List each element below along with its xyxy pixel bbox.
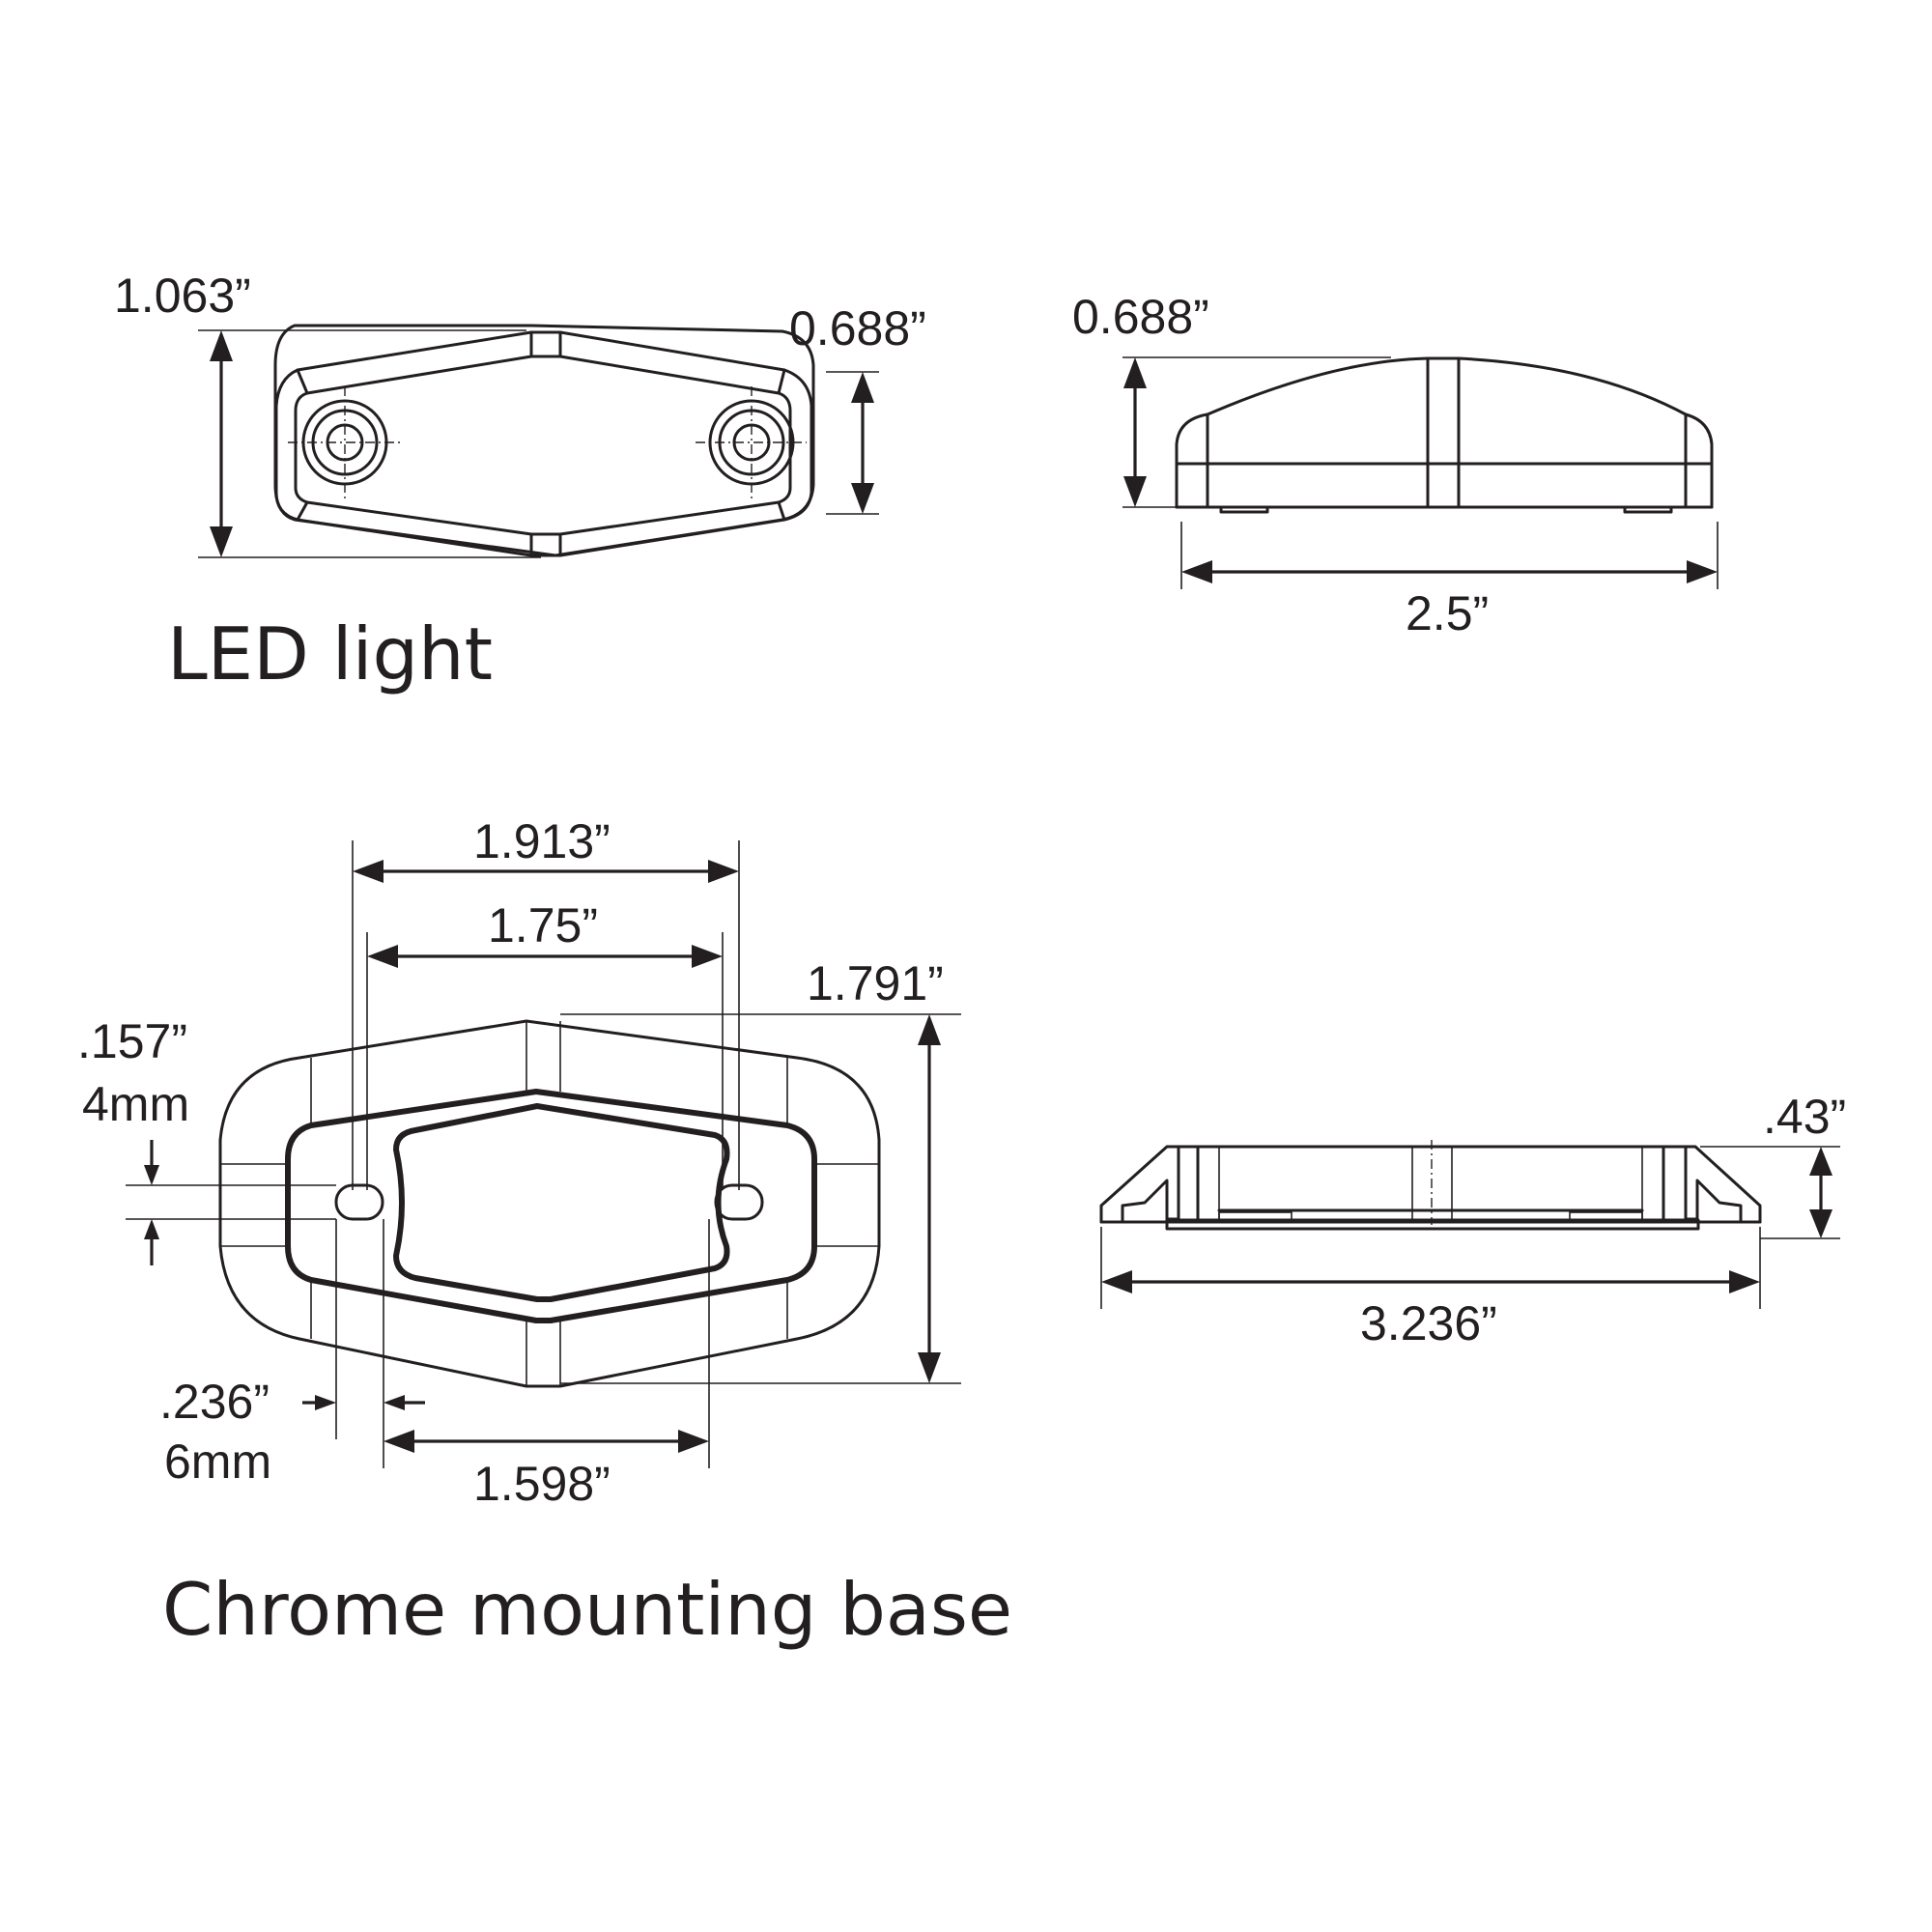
base-dim-6mm-label: 6mm (164, 1435, 271, 1489)
dim-base-inner-hole-span (384, 1430, 709, 1453)
led-light-caption: LED light (167, 611, 493, 696)
base-right-slot (714, 1183, 764, 1221)
base-dim-3236-label: 3.236” (1360, 1296, 1497, 1350)
led-side-body (1175, 356, 1714, 509)
base-side-view: .43” 3.236” (1099, 1090, 1846, 1350)
base-dim-236-label: .236” (159, 1375, 270, 1429)
base-dim-157-label: .157” (77, 1014, 187, 1068)
base-top-gasket-inner (393, 1103, 730, 1302)
base-dim-1913-label: 1.913” (473, 814, 611, 868)
led-right-boss (696, 386, 807, 498)
base-top-outer-outline (218, 1019, 881, 1388)
dim-base-outer-hole-span (353, 860, 739, 883)
led-light-top-view: 1.063” 0.688” LED light (114, 269, 926, 696)
base-dim-4mm-label: 4mm (82, 1077, 189, 1131)
dim-led-side-height (1122, 356, 1391, 508)
base-dim-1598-label: 1.598” (473, 1457, 611, 1511)
base-caption: Chrome mounting base (162, 1567, 1012, 1652)
led-left-boss (288, 386, 401, 498)
base-side-floor (1165, 1218, 1700, 1231)
base-dim-175-label: 1.75” (488, 898, 598, 952)
dim-base-slot-width (126, 1140, 336, 1265)
dim-led-end-height (826, 371, 879, 515)
led-dim-1063-label: 1.063” (114, 269, 251, 323)
led-light-side-view: 0.688” 2.5” (1072, 290, 1719, 640)
base-top-view: 1.913” 1.75” 1.791” .157” 4mm .236” 6mm … (77, 814, 1012, 1652)
base-side-right-wall (1684, 1145, 1762, 1224)
led-dim-0688-end-label: 0.688” (789, 301, 926, 355)
dim-base-height (560, 1013, 961, 1384)
base-dim-43-label: .43” (1763, 1090, 1846, 1144)
dim-led-overall-height (198, 329, 541, 558)
base-dim-1791-label: 1.791” (807, 956, 944, 1010)
led-top-housing (274, 330, 813, 557)
dim-base-hole-span (367, 945, 723, 968)
led-dim-0688-side-label: 0.688” (1072, 290, 1209, 344)
dim-led-length (1180, 522, 1719, 589)
dim-base-side-height (1700, 1146, 1840, 1239)
led-dim-25-label: 2.5” (1406, 586, 1489, 640)
led-top-inner-lens (294, 355, 792, 536)
dim-base-slot-length (302, 1395, 425, 1410)
dim-base-side-length (1100, 1227, 1761, 1309)
base-side-left-wall (1099, 1145, 1180, 1224)
base-left-slot (334, 1183, 384, 1221)
base-top-gasket-outer (285, 1089, 817, 1323)
